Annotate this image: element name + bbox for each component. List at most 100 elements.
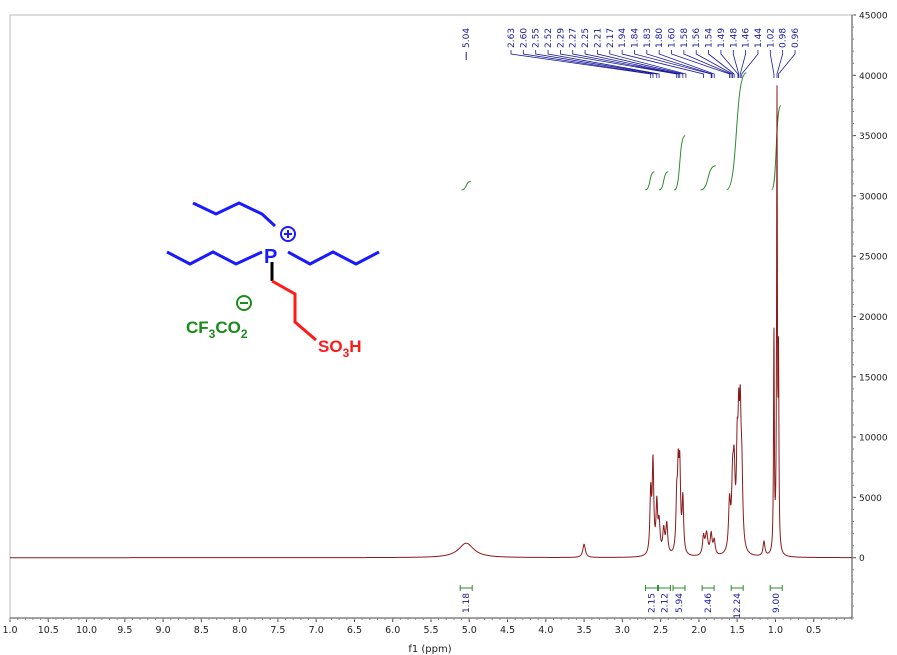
x-tick-label: 4.0 bbox=[538, 625, 553, 636]
x-tick-label: 1.5 bbox=[730, 625, 745, 636]
y-tick-label: 45000 bbox=[859, 12, 888, 22]
negative-charge-icon bbox=[236, 295, 252, 311]
integral-label: 2.46 bbox=[704, 593, 714, 613]
peak-label: 5.04 bbox=[462, 28, 472, 48]
peak-label-leader bbox=[671, 50, 730, 78]
peak-label-leader bbox=[739, 50, 747, 78]
x-tick-label: 1.0 bbox=[2, 625, 17, 636]
y-tick-label: 30000 bbox=[859, 192, 888, 202]
y-tick-label: 25000 bbox=[859, 253, 888, 263]
integral-curve bbox=[726, 72, 747, 191]
anion-sub2: 2 bbox=[241, 327, 248, 341]
x-tick-label: 8.5 bbox=[194, 625, 209, 636]
y-tick-label: 0 bbox=[859, 554, 865, 564]
x-tick-label: 5.5 bbox=[423, 625, 438, 636]
x-tick-label: 9.5 bbox=[117, 625, 132, 636]
peak-label-leader bbox=[584, 50, 681, 78]
integral-curve bbox=[658, 171, 669, 191]
peak-label-leader bbox=[547, 50, 660, 78]
x-tick-label: 2.5 bbox=[653, 625, 668, 636]
peak-label-leader bbox=[621, 50, 704, 78]
peak-label-leader bbox=[776, 50, 784, 78]
peak-label: 0.96 bbox=[791, 28, 801, 48]
integral-curves bbox=[461, 72, 782, 191]
peak-label: 2.52 bbox=[544, 28, 554, 48]
integral-curve bbox=[771, 104, 782, 191]
spectrum-series-line bbox=[10, 85, 852, 559]
peak-label-leader bbox=[634, 50, 712, 78]
anion-sub3: 3 bbox=[209, 327, 216, 341]
x-tick-label: 2.0 bbox=[691, 625, 706, 636]
peak-label: 1.83 bbox=[643, 28, 653, 48]
peak-label: 1.94 bbox=[618, 28, 628, 48]
peak-label: 1.80 bbox=[655, 28, 665, 48]
peak-label: 1.58 bbox=[680, 28, 690, 48]
peak-label: 2.60 bbox=[519, 28, 529, 48]
peak-label: 2.55 bbox=[532, 28, 542, 48]
so-text: SO bbox=[318, 337, 343, 356]
butyl-chain-top bbox=[192, 201, 277, 228]
x-tick-label: 9.0 bbox=[156, 625, 171, 636]
x-tick-label: 10.0 bbox=[76, 625, 97, 636]
integral-curve bbox=[645, 171, 655, 191]
y-axis: 4500040000350003000025000200001500010000… bbox=[851, 12, 888, 619]
peak-label-leader bbox=[522, 50, 654, 78]
peak-label-leader bbox=[559, 50, 678, 78]
y-tick-label: 20000 bbox=[859, 313, 888, 323]
anion-label: CF3CO2 bbox=[186, 318, 248, 341]
integral-label: 12.24 bbox=[733, 593, 743, 619]
peak-label: 2.17 bbox=[606, 28, 616, 48]
plot-frame bbox=[9, 14, 853, 619]
peak-label: 1.48 bbox=[729, 28, 739, 48]
so-sub3: 3 bbox=[343, 346, 350, 360]
x-tick-label: 7.5 bbox=[270, 625, 285, 636]
peak-label: 1.02 bbox=[766, 28, 776, 48]
peak-label: 2.21 bbox=[593, 28, 603, 48]
anion-cf: CF bbox=[186, 318, 209, 337]
peak-label-leader bbox=[572, 50, 679, 78]
sulfonic-acid-label: SO3H bbox=[318, 337, 362, 360]
x-tick-label: 10.5 bbox=[38, 625, 59, 636]
peak-label: 1.56 bbox=[692, 28, 702, 48]
peak-label-leader bbox=[720, 50, 739, 78]
peak-label-leader bbox=[535, 50, 658, 78]
peak-label-leader bbox=[769, 50, 775, 78]
y-tick-label: 5000 bbox=[859, 494, 882, 504]
x-axis-label: f1 (ppm) bbox=[408, 644, 451, 655]
peak-label: 1.46 bbox=[742, 28, 752, 48]
peak-label-leader bbox=[609, 50, 687, 78]
peak-label: 1.60 bbox=[668, 28, 678, 48]
peak-label-leader bbox=[597, 50, 684, 78]
sulfopropyl-chain bbox=[271, 279, 317, 342]
x-tick-label: 6.0 bbox=[385, 625, 400, 636]
x-tick-label: 7.0 bbox=[309, 625, 324, 636]
peak-label: 1.44 bbox=[754, 28, 764, 48]
peak-label-leader bbox=[695, 50, 733, 78]
x-tick-label: 3.0 bbox=[615, 625, 630, 636]
peak-label-leader bbox=[510, 50, 652, 78]
integral-label: 2.12 bbox=[660, 593, 670, 613]
integral-curve bbox=[700, 165, 716, 191]
y-tick-label: 15000 bbox=[859, 373, 888, 383]
anion-co: CO bbox=[215, 318, 241, 337]
integral-label: 9.00 bbox=[772, 593, 782, 613]
peak-label-leader bbox=[658, 50, 715, 78]
peak-label-leader bbox=[741, 50, 759, 78]
x-tick-label: 4.5 bbox=[500, 625, 515, 636]
x-tick-label: 1.0 bbox=[768, 625, 783, 636]
plot-border bbox=[9, 14, 853, 619]
phosphorus-label: P bbox=[264, 246, 277, 268]
y-tick-label: 10000 bbox=[859, 434, 888, 444]
x-tick-label: 5.0 bbox=[462, 625, 477, 636]
butyl-chain-left bbox=[166, 250, 263, 266]
y-tick-label: 40000 bbox=[859, 72, 888, 82]
peak-label: 1.49 bbox=[717, 28, 727, 48]
peak-label: 2.25 bbox=[581, 28, 591, 48]
positive-charge-icon bbox=[280, 226, 296, 242]
butyl-chain-right bbox=[287, 250, 380, 266]
x-tick-label: 0.5 bbox=[806, 625, 821, 636]
peak-label-leader bbox=[646, 50, 713, 78]
peak-label-leader bbox=[708, 50, 735, 78]
